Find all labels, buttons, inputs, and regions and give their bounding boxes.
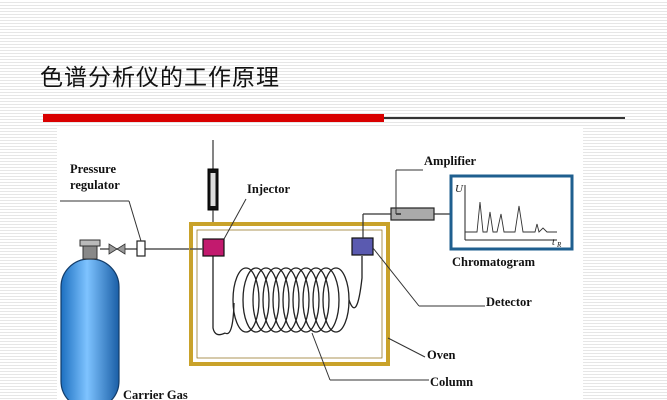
injector-label: Injector xyxy=(247,182,290,196)
amplifier xyxy=(390,169,451,221)
injector-block xyxy=(202,238,225,257)
detector-block xyxy=(351,237,374,256)
chromatogram-display: U t R xyxy=(449,174,574,251)
gc-diagram: Pressure regulator xyxy=(60,140,574,400)
axis-t-label: t xyxy=(552,237,555,248)
axis-u-label: U xyxy=(455,183,464,195)
column-label: Column xyxy=(430,375,473,389)
pressure-regulator-pointer xyxy=(128,200,142,242)
oven-inner xyxy=(196,229,383,359)
gas-line xyxy=(100,240,190,257)
column-pointer xyxy=(311,332,331,381)
axis-t-sub-label: R xyxy=(556,241,562,249)
column-coil xyxy=(212,256,363,336)
pressure-regulator-label-line1: Pressure xyxy=(70,162,117,176)
syringe-icon xyxy=(207,140,219,234)
gc-diagram-panel: Pressure regulator xyxy=(57,128,583,400)
chromatogram-label: Chromatogram xyxy=(452,255,536,269)
detector-label: Detector xyxy=(486,295,532,309)
injector-pointer xyxy=(223,198,247,240)
pressure-regulator-label-line2: regulator xyxy=(70,178,120,192)
carrier-gas-label: Carrier Gas xyxy=(123,388,188,400)
detector-pointer xyxy=(372,247,420,307)
oven-pointer xyxy=(387,337,426,358)
carrier-gas-cylinder xyxy=(60,239,120,400)
amplifier-label: Amplifier xyxy=(424,154,477,168)
title-accent-bar xyxy=(43,114,384,122)
slide-title: 色谱分析仪的工作原理 xyxy=(40,65,280,91)
title-rule xyxy=(384,117,625,119)
oven-label: Oven xyxy=(427,348,456,362)
